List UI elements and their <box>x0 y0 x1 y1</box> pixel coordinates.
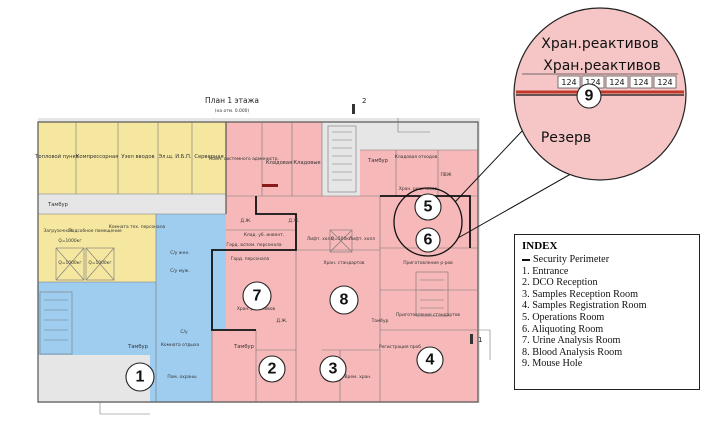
room-lift2: Лифт. холл <box>349 236 375 242</box>
markers: 1 2 3 4 5 6 7 8 <box>125 193 444 392</box>
room-gard-vsp: Гард. вспом. персонала <box>226 242 281 248</box>
room-kladov2: Кладовые <box>293 160 320 166</box>
zoom-label-mid: Хран.реактивов <box>543 58 661 74</box>
room-uzel: Узел вводов <box>121 154 154 160</box>
security-perimeter <box>211 196 297 331</box>
room-tambur-b2: Тамбур <box>233 344 255 350</box>
marker-4: 4 <box>416 346 444 374</box>
room-prigot-rr: Приготовление р-ров <box>403 260 453 266</box>
room-dzh1: Д.Ж. <box>241 218 252 224</box>
index-item: 8. Blood Analysis Room <box>522 346 623 358</box>
svg-text:6: 6 <box>424 232 433 249</box>
index-title: INDEX <box>522 240 558 252</box>
room-q1000c: Q=1000кг <box>88 260 112 266</box>
room-tambur-left: Тамбур <box>47 202 69 208</box>
blue-zone <box>38 214 226 402</box>
room-hran-st: Хран. стандартов <box>323 260 364 266</box>
index-item: 3. Samples Reception Room <box>522 288 639 300</box>
index-item: 7. Urine Analysis Room <box>522 335 621 347</box>
svg-text:5: 5 <box>424 199 433 216</box>
svg-text:7: 7 <box>253 288 262 305</box>
zoom-cell-4: 124 <box>633 78 648 87</box>
yellow-zone <box>38 122 226 194</box>
marker-3: 3 <box>319 355 347 383</box>
svg-text:2: 2 <box>268 361 277 378</box>
room-pvzh: ПВЖ <box>440 172 451 178</box>
section-mark-right: 1 <box>478 336 482 344</box>
room-podsob: Подсобное помещение <box>68 227 122 234</box>
index-item: 6. Aliquoting Room <box>522 323 604 335</box>
room-tambur-top: Тамбур <box>367 158 389 164</box>
room-server: Серверная <box>194 154 223 160</box>
index-item-perimeter: Security Perimeter <box>522 254 692 266</box>
marker-5: 5 <box>414 193 442 221</box>
zoom-label-bottom: Резерв <box>541 130 591 146</box>
section-mark-line <box>352 104 355 114</box>
room-dzh2: Д.Ж. <box>289 218 300 224</box>
room-tambur-bottom: Тамбур <box>127 344 149 350</box>
room-toplivny: Топловой пункт <box>34 153 78 160</box>
room-tambur-mid: Тамбур <box>371 317 389 324</box>
room-dzh3: Д.Ж. <box>277 318 288 324</box>
room-su-small: С/у <box>180 329 188 335</box>
room-kladov-othod: Кладовая отходов <box>395 154 438 160</box>
index-item: 2. DCO Reception <box>522 277 598 289</box>
index-item: 5. Operations Room <box>522 311 605 323</box>
room-q500: Q=500кг <box>331 236 352 242</box>
plan-title: План 1 этажа <box>205 96 259 105</box>
door-mark <box>262 184 278 187</box>
room-lift1: Лифт. холл <box>307 236 333 242</box>
plan-subtitle: (на отм. 0.000) <box>215 108 250 114</box>
room-q1000a: Q=1000кг <box>58 238 82 244</box>
index-legend: INDEX Security Perimeter 1. Entrance 2. … <box>514 234 700 390</box>
perimeter-line-icon <box>522 258 530 261</box>
room-kompressor: Компрессорная <box>76 154 119 160</box>
section-mark-top: 2 <box>362 97 366 105</box>
svg-text:8: 8 <box>340 292 349 309</box>
room-pom-ohrany: Пом. охраны <box>167 374 197 380</box>
index-item: 1. Entrance <box>522 265 569 277</box>
room-komnata-otdyh: Комната отдыха <box>161 342 200 348</box>
room-elsch: Эл.щ. И.Б.П. <box>158 154 191 160</box>
marker-8: 8 <box>329 285 359 315</box>
zoom-cell-3: 124 <box>609 78 624 87</box>
room-komn-sys: Комн. системного администр. <box>209 156 279 162</box>
zoom-cell-5: 124 <box>657 78 672 87</box>
room-kladov1: Кладовая <box>266 160 292 166</box>
zoom-cell-1: 124 <box>561 78 576 87</box>
marker-6: 6 <box>415 227 441 253</box>
room-q1000b: Q=1000кг <box>58 260 82 266</box>
zoom-marker-9: 9 <box>585 88 594 105</box>
svg-text:3: 3 <box>329 361 338 378</box>
room-gard-pers: Гард. персонала <box>231 256 270 262</box>
walls <box>37 118 491 415</box>
index-item: 9. Mouse Hole <box>522 358 583 370</box>
room-vrem-hran: Врем. хран. <box>345 374 372 380</box>
marker-7: 7 <box>242 281 272 311</box>
room-kl-ub: Клад. уб. инвент. <box>244 231 284 238</box>
index-item: 4. Samples Registration Room <box>522 300 647 312</box>
svg-text:1: 1 <box>136 369 145 386</box>
magnifier-ring <box>393 187 463 257</box>
svg-text:4: 4 <box>426 352 435 369</box>
room-komnata-teh: Комната тех. персонала <box>109 224 166 230</box>
zoom-cell-2: 124 <box>585 78 600 87</box>
section-mark-line-right <box>470 334 473 344</box>
room-reg-prob: Регистрация проб <box>379 343 421 350</box>
room-su2: С/у муж. <box>170 268 190 274</box>
marker-1: 1 <box>125 362 155 392</box>
marker-2: 2 <box>258 355 286 383</box>
room-su1: С/у жен. <box>170 250 189 256</box>
room-zagruz: Загрузочная <box>43 228 72 234</box>
index-item-label: Security Perimeter <box>533 254 610 265</box>
zoom-label-top: Хран.реактивов <box>541 36 659 52</box>
zoom-detail: Хран.реактивов Хран.реактивов 124 124 12… <box>513 7 687 181</box>
room-prigot-st: Приготовление стандартов <box>396 312 460 318</box>
